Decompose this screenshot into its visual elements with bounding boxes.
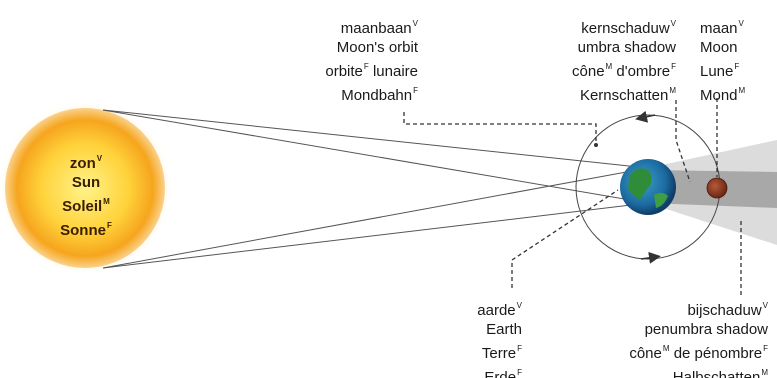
moon-de: MondM	[700, 86, 746, 104]
moon-nl: maanV	[700, 19, 744, 37]
sun-label-de: SonneF	[60, 221, 112, 239]
earth-label: aardeV Earth TerreF ErdeF	[452, 296, 522, 378]
earth-fr: TerreF	[481, 344, 522, 362]
umbra-nl: kernschaduwV	[581, 19, 676, 37]
penumbra-label: bijschaduwV penumbra shadow côneM de pén…	[582, 296, 768, 378]
moon-fr: LuneF	[700, 62, 740, 80]
umbra-label: kernschaduwV umbra shadow côneM d'ombreF…	[548, 14, 676, 105]
moon-label: maanV Moon LuneF MondM	[700, 14, 770, 105]
moon-icon	[706, 177, 728, 199]
orbit-leader-dot	[594, 143, 598, 147]
moon-orbit-de: MondbahnF	[341, 86, 418, 104]
orbit-arrow-top	[635, 110, 656, 123]
earth-land	[628, 168, 652, 200]
moon-orbit-fr: orbiteF lunaire	[325, 62, 418, 80]
sun-label-fr: SoleilM	[62, 197, 110, 215]
umbra-de: KernschattenM	[579, 86, 676, 104]
moon-orbit-en: Moon's orbit	[336, 39, 418, 56]
earth-en: Earth	[486, 321, 522, 338]
penumbra-fr: côneM de pénombreF	[629, 344, 768, 362]
penumbra-de: HalbschattenM	[672, 368, 768, 378]
orbit-arrow-bottom	[640, 251, 661, 264]
sun-label-en: Sun	[71, 174, 101, 191]
sun-label: zonV Sun SoleilM SonneF	[45, 149, 127, 240]
moon-en: Moon	[700, 39, 738, 56]
umbra-fr: côneM d'ombreF	[572, 62, 676, 80]
sun-icon	[5, 108, 165, 268]
sun-label-nl: zonV	[69, 154, 103, 172]
umbra-en: umbra shadow	[577, 39, 676, 56]
moon-orbit-label: maanbaanV Moon's orbit orbiteF lunaire M…	[290, 14, 418, 105]
moon-orbit-nl: maanbaanV	[340, 19, 418, 37]
leader-lines	[403, 98, 742, 295]
earth-de: ErdeF	[484, 368, 522, 378]
sun-rays	[102, 109, 649, 269]
earth-nl: aardeV	[477, 301, 522, 319]
penumbra-nl: bijschaduwV	[687, 301, 768, 319]
earth-land-2	[654, 192, 668, 208]
penumbra-en: penumbra shadow	[644, 321, 768, 338]
